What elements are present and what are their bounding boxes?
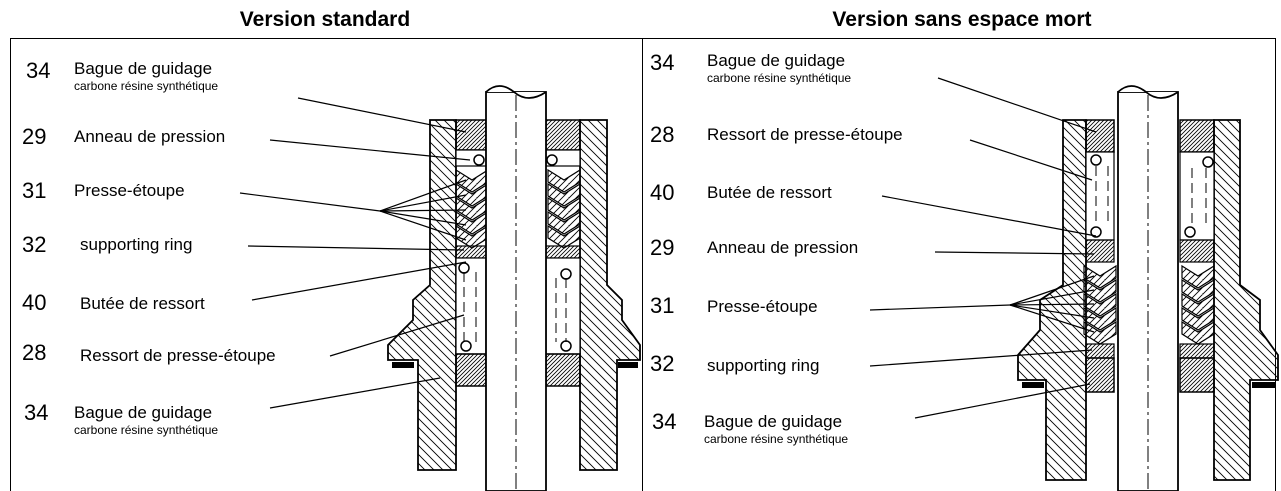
label-number: 34 (650, 50, 675, 75)
label-number: 40 (22, 290, 47, 315)
label-text: Butée de ressort (707, 183, 832, 202)
label-number: 40 (650, 180, 675, 205)
panel-frame-standard (10, 38, 643, 491)
label-text: Bague de guidage (707, 51, 846, 70)
panel-frame-dead-space-free (642, 38, 1276, 491)
label-text: Bague de guidage (704, 412, 843, 431)
panel-title-standard: Version standard (239, 8, 411, 31)
label-number: 29 (22, 124, 47, 149)
label-text: Anneau de pression (74, 127, 226, 146)
label-number: 34 (24, 400, 49, 425)
label-number: 34 (652, 409, 677, 434)
dead-space-free-leader-lines (869, 77, 1097, 419)
label-text: Ressort de presse-étoupe (707, 125, 903, 144)
label-number: 29 (650, 235, 675, 260)
label-number: 32 (650, 351, 675, 376)
label-number: 28 (22, 340, 47, 365)
label-subtext: carbone résine synthétique (74, 79, 219, 93)
label-number: 28 (650, 122, 675, 147)
label-subtext: carbone résine synthétique (704, 432, 849, 446)
standard-assembly (387, 85, 641, 491)
label-number: 31 (650, 293, 675, 318)
dead-space-free-assembly (1017, 85, 1279, 491)
label-text: Anneau de pression (707, 238, 859, 257)
label-text: Bague de guidage (74, 59, 213, 78)
standard-leader-lines (239, 97, 471, 409)
label-text: Presse-étoupe (707, 297, 818, 316)
label-subtext: carbone résine synthétique (74, 423, 219, 437)
label-number: 32 (22, 232, 47, 257)
panel-title-dead-space-free: Version sans espace mort (832, 8, 1092, 31)
label-text: Butée de ressort (80, 294, 205, 313)
label-subtext: carbone résine synthétique (707, 71, 852, 85)
label-text: Presse-étoupe (74, 181, 185, 200)
label-text: supporting ring (80, 235, 193, 254)
label-text: Ressort de presse-étoupe (80, 346, 276, 365)
label-text: Bague de guidage (74, 403, 213, 422)
label-number: 34 (26, 58, 51, 83)
label-number: 31 (22, 178, 47, 203)
label-text: supporting ring (707, 356, 820, 375)
